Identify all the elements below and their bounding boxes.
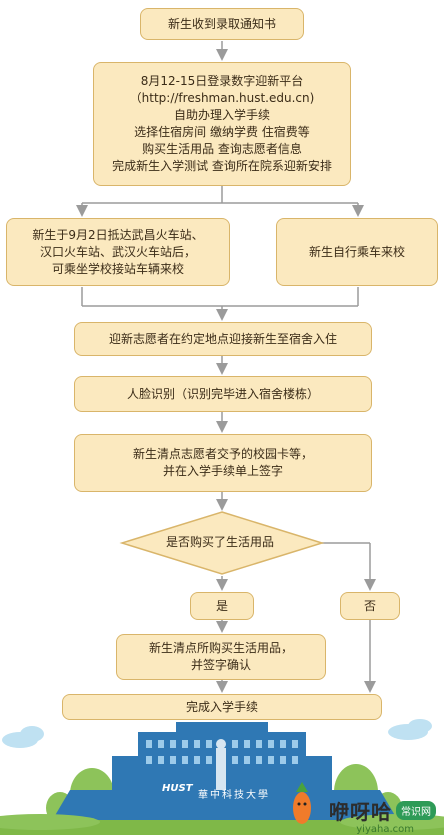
- school-name: 華中科技大學: [198, 790, 270, 801]
- step-register-platform: 8月12-15日登录数字迎新平台 （http://freshman.hust.e…: [93, 62, 351, 186]
- watermark-tag: 常识网: [396, 801, 436, 820]
- self-travel-text: 新生自行乘车来校: [308, 244, 405, 259]
- flow-connectors: [76, 41, 376, 693]
- carrot-mascot-icon: [293, 782, 311, 824]
- station-line-2: 汉口火车站、武汉火车站后，: [39, 244, 196, 259]
- card-line-2: 并在入学手续单上签字: [162, 464, 283, 478]
- platform-line-4: 选择住宿房间 缴纳学费 住宿费等: [134, 125, 310, 139]
- step-arrive-station: 新生于9月2日抵达武昌火车站、 汉口火车站、武汉火车站后， 可乘坐学校接站车辆来…: [6, 218, 230, 286]
- branch-yes: 是: [190, 592, 254, 620]
- card-line-1: 新生清点志愿者交予的校园卡等，: [132, 447, 313, 461]
- yes-text: 是: [215, 598, 228, 613]
- complete-text: 完成入学手续: [185, 699, 258, 714]
- campus-illustration: [0, 719, 444, 835]
- station-line-1: 新生于9月2日抵达武昌火车站、: [32, 227, 204, 242]
- volunteer-text: 迎新志愿者在约定地点迎接新生至宿舍入住: [108, 331, 337, 346]
- watermark-text: 咿呀哈: [329, 800, 392, 824]
- step-receive-notice-text: 新生收到录取通知书: [167, 16, 276, 31]
- platform-line-3: 自助办理入学手续: [173, 108, 270, 122]
- step-face-recognition: 人脸识别（识别完毕进入宿舍楼栋）: [74, 376, 372, 412]
- items-line-1: 新生清点所购买生活用品，: [148, 641, 293, 655]
- step-complete: 完成入学手续: [62, 694, 382, 720]
- station-line-3: 可乘坐学校接站车辆来校: [51, 261, 184, 276]
- step-volunteer-receive: 迎新志愿者在约定地点迎接新生至宿舍入住: [74, 322, 372, 356]
- step-self-travel: 新生自行乘车来校: [276, 218, 438, 286]
- items-line-2: 并签字确认: [190, 658, 251, 672]
- face-text: 人脸识别（识别完毕进入宿舍楼栋）: [126, 386, 319, 401]
- platform-line-5: 购买生活用品 查询志愿者信息: [142, 142, 302, 156]
- no-text: 否: [363, 598, 376, 613]
- decision-diamond: [119, 511, 325, 575]
- step-check-card: 新生清点志愿者交予的校园卡等， 并在入学手续单上签字: [74, 434, 372, 492]
- platform-line-1: 8月12-15日登录数字迎新平台: [140, 74, 304, 88]
- branch-no: 否: [340, 592, 400, 620]
- school-logo-text: HUST: [162, 783, 193, 794]
- platform-line-2: （http://freshman.hust.edu.cn): [129, 91, 315, 105]
- platform-line-6: 完成新生入学测试 查询所在院系迎新安排: [112, 159, 332, 173]
- watermark: 咿呀哈 常识网: [329, 796, 436, 825]
- step-check-items: 新生清点所购买生活用品， 并签字确认: [116, 634, 326, 680]
- step-receive-notice: 新生收到录取通知书: [140, 8, 304, 40]
- watermark-url: yiyaha.com: [356, 824, 414, 835]
- decision-text: 是否购买了生活用品: [165, 535, 274, 549]
